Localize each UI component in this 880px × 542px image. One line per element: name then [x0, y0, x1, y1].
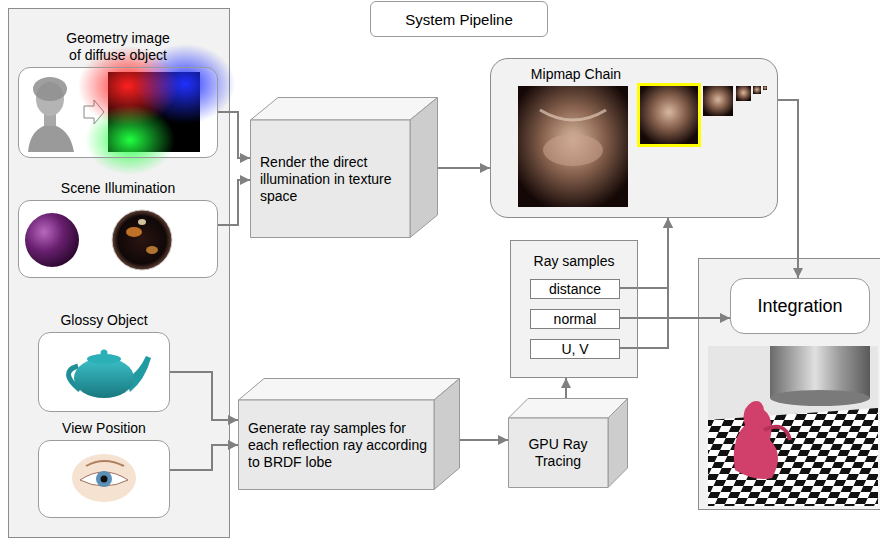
block-front-face — [251, 120, 411, 238]
block-front-face — [509, 418, 609, 488]
node-label: Render the direct illumination in textur… — [260, 154, 395, 205]
connector-arrow — [218, 180, 250, 225]
node-label: GPU Ray Tracing — [518, 436, 598, 470]
block-top-face — [509, 399, 628, 419]
input-box: Geometry image of diffuse object — [18, 67, 218, 158]
mipmap-panel — [490, 58, 778, 218]
input-box: View Position — [38, 440, 170, 518]
block-side-face — [434, 379, 460, 490]
block-side-face — [410, 98, 438, 238]
title-box: System Pipeline — [370, 1, 548, 37]
input-box: Scene Illumination — [18, 200, 218, 278]
connector-arrow — [218, 112, 250, 158]
ray-samples-panel — [510, 240, 638, 378]
group-panel: Ray samples distance normal U, V — [510, 240, 638, 378]
connector-arrow — [438, 167, 490, 169]
node-label: View Position — [62, 420, 146, 437]
node-label: U, V — [561, 341, 588, 357]
connector-arrow — [620, 317, 730, 319]
block-side-face — [608, 399, 628, 488]
node-label: Geometry image of diffuse object — [59, 30, 177, 64]
node-label: Ray samples — [511, 253, 637, 270]
block-front-face — [239, 400, 435, 490]
process-block: Render the direct illumination in textur… — [250, 97, 438, 238]
connector-arrow — [778, 100, 798, 278]
node-label: Scene Illumination — [61, 180, 175, 197]
node-label: Generate ray samples for each reflection… — [248, 420, 428, 471]
result-panel — [699, 259, 880, 510]
connector-arrow — [460, 439, 508, 441]
node-label: normal — [554, 311, 597, 327]
process-block: GPU Ray Tracing — [508, 398, 628, 488]
group-panel: Mipmap Chain — [490, 58, 778, 218]
node-label: Mipmap Chain — [491, 66, 661, 83]
connector-arrow — [170, 372, 238, 420]
eye — [72, 454, 136, 502]
node-label: distance — [549, 281, 601, 297]
connector-arrow — [620, 218, 668, 288]
geometry-image — [78, 44, 235, 175]
sample-field: normal — [530, 309, 620, 329]
block-top-face — [239, 379, 460, 401]
illumination-spheres — [25, 210, 172, 270]
input-box: Glossy Object — [38, 332, 170, 412]
process-block: Generate ray samples for each reflection… — [238, 378, 460, 490]
sample-field: distance — [530, 279, 620, 299]
sample-field: U, V — [530, 339, 620, 359]
teapot — [68, 350, 151, 399]
diagram-title: System Pipeline — [405, 11, 513, 28]
node-label: Glossy Object — [60, 312, 147, 329]
connector-arrow — [170, 445, 238, 470]
node-label: Integration — [757, 295, 842, 317]
connector-arrow — [565, 378, 567, 398]
block-top-face — [251, 98, 438, 121]
process-box: Integration — [730, 278, 870, 334]
connector-arrow — [620, 218, 668, 348]
